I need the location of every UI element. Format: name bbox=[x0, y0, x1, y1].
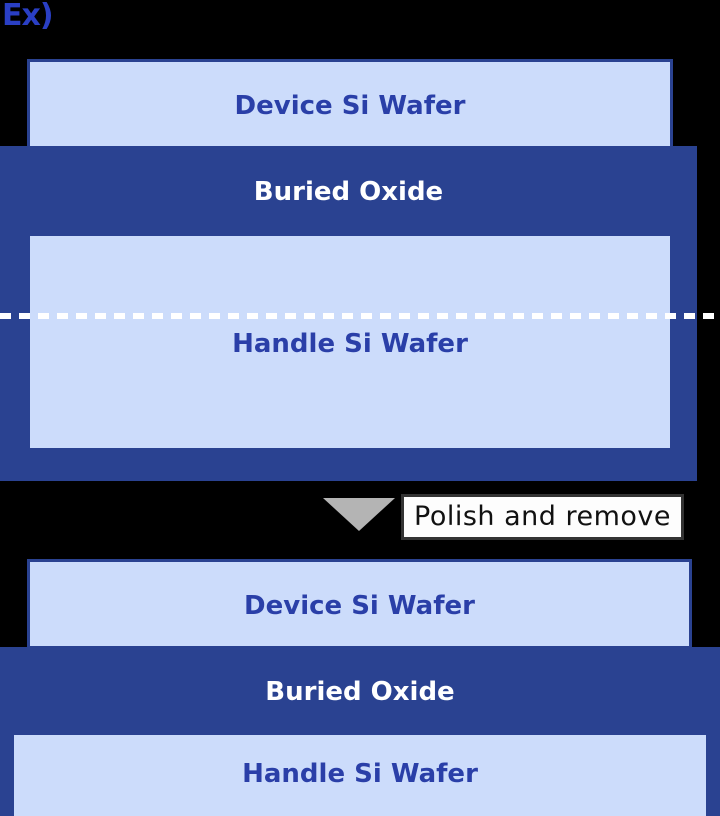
polish-cut-line bbox=[0, 313, 720, 319]
before-handle-si-wafer-label: Handle Si Wafer bbox=[232, 329, 468, 359]
before-handle-si-wafer-layer: Handle Si Wafer bbox=[30, 236, 670, 448]
polish-and-remove-callout[interactable]: Polish and remove bbox=[401, 494, 684, 540]
after-buried-oxide-label: Buried Oxide bbox=[265, 677, 455, 707]
after-device-si-wafer-label: Device Si Wafer bbox=[244, 591, 475, 621]
after-handle-si-wafer-label: Handle Si Wafer bbox=[242, 759, 478, 789]
before-device-si-wafer-layer: Device Si Wafer bbox=[27, 59, 673, 149]
after-handle-si-wafer-layer: Handle Si Wafer bbox=[14, 735, 706, 816]
polish-and-remove-label: Polish and remove bbox=[414, 501, 672, 532]
after-device-si-wafer-layer: Device Si Wafer bbox=[27, 559, 692, 649]
arrow-down-icon bbox=[323, 498, 395, 531]
before-device-si-wafer-label: Device Si Wafer bbox=[234, 91, 466, 121]
example-tag: Ex) bbox=[2, 0, 54, 33]
before-buried-oxide-label: Buried Oxide bbox=[253, 177, 444, 207]
